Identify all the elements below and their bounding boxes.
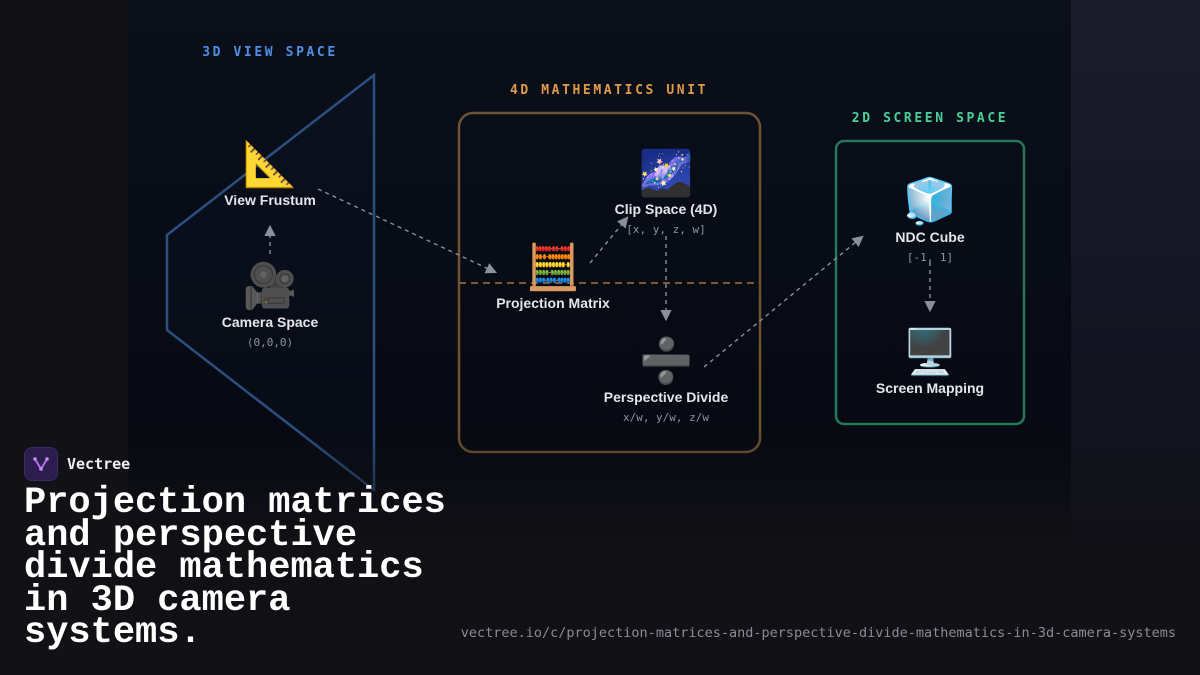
node-screen-mapping: 🖥️ Screen Mapping: [876, 328, 984, 396]
milky-way-icon: 🌌: [638, 149, 694, 198]
node-sub: x/w, y/w, z/w: [622, 411, 710, 424]
arrow-divide-to-ndc: [703, 235, 864, 368]
arrow-projection-to-clip: [589, 216, 629, 264]
node-projection-matrix: 🧮 Projection Matrix: [496, 243, 610, 311]
node-view-frustum: 📐 View Frustum: [224, 140, 316, 208]
node-sub: [x, y, z, w]: [626, 223, 706, 236]
movie-camera-icon: 🎥: [242, 262, 298, 311]
section-title-screen-space: 2D SCREEN SPACE: [851, 111, 1009, 126]
node-label: View Frustum: [224, 192, 316, 208]
source-url: vectree.io/c/projection-matrices-and-per…: [460, 625, 1176, 641]
node-label: Camera Space: [221, 314, 319, 330]
node-camera-space: 🎥 Camera Space (0,0,0): [222, 262, 319, 349]
bottom-gradient-overlay: [0, 430, 1200, 675]
node-sub: (0,0,0): [246, 336, 294, 349]
node-ndc-cube: 🧊 NDC Cube [-1, 1]: [895, 177, 964, 264]
view-frustum-outline: [165, 72, 376, 493]
page-headline: Projection matrices and perspective divi…: [24, 482, 446, 654]
node-perspective-divide: ➗ Perspective Divide x/w, y/w, z/w: [604, 337, 729, 424]
arrow-frustum-to-projection: [317, 188, 498, 274]
node-label: NDC Cube: [895, 229, 965, 245]
screen-space-box: [834, 139, 1026, 426]
division-sign-icon: ➗: [638, 337, 694, 386]
brand: Vectree: [24, 447, 130, 481]
node-label: Projection Matrix: [496, 295, 610, 311]
section-title-view-space: 3D VIEW SPACE: [202, 45, 338, 60]
brand-name: Vectree: [67, 455, 131, 473]
triangular-ruler-icon: 📐: [242, 140, 298, 189]
node-label: Screen Mapping: [875, 380, 985, 396]
section-title-math-unit: 4D MATHEMATICS UNIT: [509, 83, 709, 98]
vectree-logo-icon: [24, 447, 58, 481]
node-label: Perspective Divide: [603, 389, 729, 405]
abacus-icon: 🧮: [525, 243, 581, 292]
node-clip-space: 🌌 Clip Space (4D) [x, y, z, w]: [615, 149, 718, 236]
ice-cube-icon: 🧊: [902, 177, 958, 226]
node-label: Clip Space (4D): [614, 201, 718, 217]
desktop-computer-icon: 🖥️: [902, 328, 958, 377]
node-sub: [-1, 1]: [906, 251, 954, 264]
